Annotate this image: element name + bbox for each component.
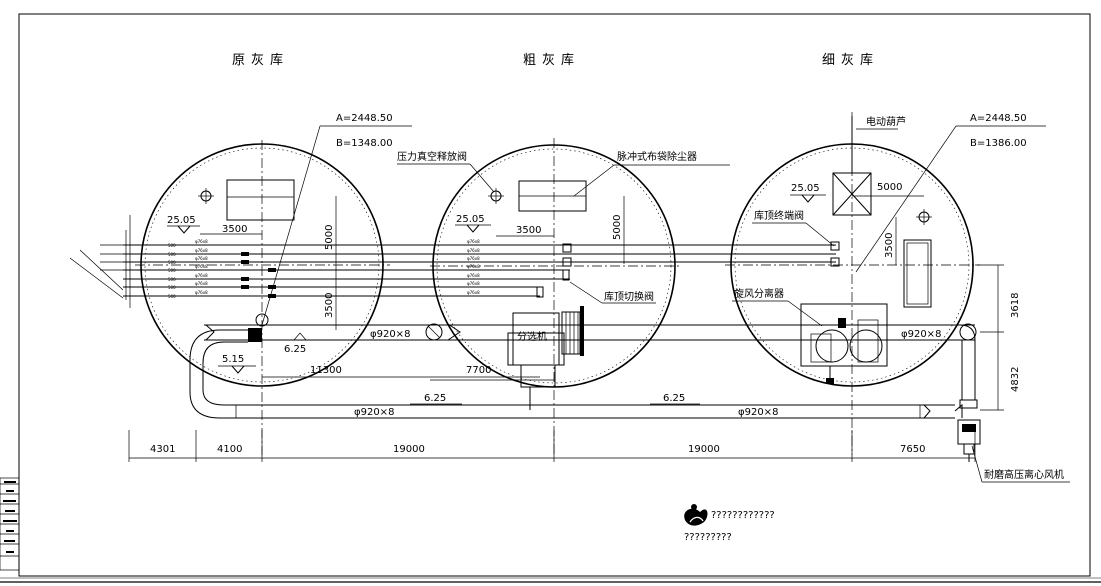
- logo-line-1: ????????????: [711, 510, 775, 521]
- dim-3500-vertical: 3500: [324, 293, 335, 318]
- silo-title-coarse-ash: 粗灰库: [523, 52, 580, 68]
- silo-title-raw-ash: 原灰库: [232, 52, 289, 68]
- pipe-spec: φ76x8: [195, 264, 208, 269]
- pipe-tag: 500: [168, 294, 176, 299]
- pipe-tag: 500: [168, 285, 176, 290]
- riser-and-fan: [954, 340, 981, 462]
- dim-7700: 7700: [466, 365, 491, 376]
- callout-electric-hoist: 电动葫芦: [866, 115, 906, 128]
- main-duct-upper: φ920×8 φ920×8 6.25: [204, 323, 977, 355]
- pneumatic-pipe-bundle: 500 500 500 500 500 500 500 φ76x8 φ76x8 …: [69, 215, 836, 308]
- dim-11300: 11300: [310, 365, 342, 376]
- pipe-size-label: φ920×8: [370, 329, 410, 340]
- pipe-size-label: φ920×8: [354, 407, 394, 418]
- silo-coarse-ash: 25.05 3500 5000 分选机: [430, 138, 680, 455]
- silo-title-fine-ash: 细灰库: [822, 52, 879, 68]
- classifier-label: 分选机: [517, 330, 547, 343]
- pipe-tag: 500: [168, 260, 176, 265]
- cyclone-separator: [800, 303, 888, 384]
- pipe-spec: φ76x8: [195, 239, 208, 244]
- dimension-lines: 11300 7700 3618 4832 4301 4100 19000 190…: [128, 264, 1021, 462]
- pipe-tag: 500: [168, 252, 176, 257]
- pipe-spec: φ76x8: [195, 290, 208, 295]
- slope-label: 6.25: [663, 393, 685, 404]
- dim-bottom: 4301: [150, 444, 175, 455]
- pipe-spec: φ76x8: [195, 273, 208, 278]
- pipe-valve-icon: [241, 252, 249, 256]
- dim-5000-vertical: 5000: [324, 225, 335, 250]
- slope-label: 6.25: [424, 393, 446, 404]
- slope-label: 6.25: [284, 344, 306, 355]
- dim-4832: 4832: [1010, 367, 1021, 392]
- pipe-valve-icon: [241, 285, 249, 289]
- pipe-valve-icon: [241, 277, 249, 281]
- pipe-tag: 500: [168, 268, 176, 273]
- logo-mark-icon: [684, 504, 708, 526]
- drawing-frame: [0, 13, 1101, 583]
- pipe-spec: φ76x8: [467, 264, 480, 269]
- dim-3500-horizontal: 3500: [516, 225, 541, 236]
- silo-fine-ash: 25.05 5000 3500: [725, 112, 980, 455]
- pipe-spec: φ76x8: [195, 256, 208, 261]
- callout-leaders: A=2448.50 B=1348.00 压力真空释放阀 脉冲式布袋除尘器 电动葫…: [261, 113, 1070, 483]
- pipe-spec: φ76x8: [467, 239, 480, 244]
- callout-bag-filter: 脉冲式布袋除尘器: [617, 150, 697, 163]
- damper-icon: [425, 323, 443, 341]
- pipe-spec: φ76x8: [467, 273, 480, 278]
- callout-b-right: B=1386.00: [970, 138, 1027, 149]
- dust-collector-box: [226, 179, 295, 221]
- dim-5000-vertical: 5000: [612, 215, 623, 240]
- callout-a-right: A=2448.50: [970, 113, 1027, 124]
- callout-end-valve: 库顶终端阀: [754, 209, 804, 222]
- classifier-machine: 分选机: [507, 306, 584, 410]
- callout-switch-valve: 库顶切换阀: [604, 290, 654, 303]
- pipe-valve-icon: [268, 268, 276, 272]
- dim-bottom: 4100: [217, 444, 242, 455]
- dim-bottom: 7650: [900, 444, 925, 455]
- dust-collector-box: [903, 239, 932, 308]
- pipe-valve-icon: [268, 285, 276, 289]
- pipe-spec: φ76x8: [195, 281, 208, 286]
- callout-vacuum-valve: 压力真空释放阀: [397, 150, 467, 163]
- pipe-size-label: φ920×8: [738, 407, 778, 418]
- pipe-spec: φ76x8: [467, 281, 480, 286]
- callout-fan: 耐磨高压离心风机: [984, 468, 1064, 481]
- pipe-spec: φ76x8: [195, 248, 208, 253]
- elevation-label: 25.05: [167, 215, 196, 226]
- dim-3500-vertical: 3500: [884, 233, 895, 258]
- feed-valve-icon: [248, 328, 262, 342]
- pipe-valve-icon: [241, 260, 249, 264]
- dim-bottom: 19000: [393, 444, 425, 455]
- pipe-spec: φ76x8: [467, 256, 480, 261]
- dim-bottom: 19000: [688, 444, 720, 455]
- end-valve-icon: [830, 241, 840, 251]
- elevation-label: 25.05: [456, 214, 485, 225]
- dim-3618: 3618: [1010, 293, 1021, 318]
- callout-cyclone: 旋风分离器: [734, 287, 784, 300]
- main-duct-lower: φ920×8 φ920×8 6.25 6.25 5.15: [189, 329, 955, 419]
- silo-raw-ash: 25.05 3500 5000 3500: [135, 140, 390, 455]
- dim-3500-horizontal: 3500: [222, 224, 247, 235]
- pipe-valve-icon: [268, 294, 276, 298]
- company-logo: ???????????? ?????????: [684, 504, 775, 543]
- logo-line-2: ?????????: [684, 532, 732, 543]
- callout-b-left: B=1348.00: [336, 138, 393, 149]
- elevation-label: 5.15: [222, 354, 244, 365]
- callout-a-left: A=2448.50: [336, 113, 393, 124]
- pipe-spec: φ76x8: [467, 290, 480, 295]
- pipe-size-label: φ920×8: [901, 329, 941, 340]
- pipe-tag: 500: [168, 277, 176, 282]
- switch-valve-icon: [562, 243, 572, 253]
- title-block-stub: [0, 477, 20, 571]
- pipe-spec: φ76x8: [467, 248, 480, 253]
- elevation-label: 25.05: [791, 183, 820, 194]
- pipe-tag: 500: [168, 243, 176, 248]
- dim-5000-horizontal: 5000: [877, 182, 902, 193]
